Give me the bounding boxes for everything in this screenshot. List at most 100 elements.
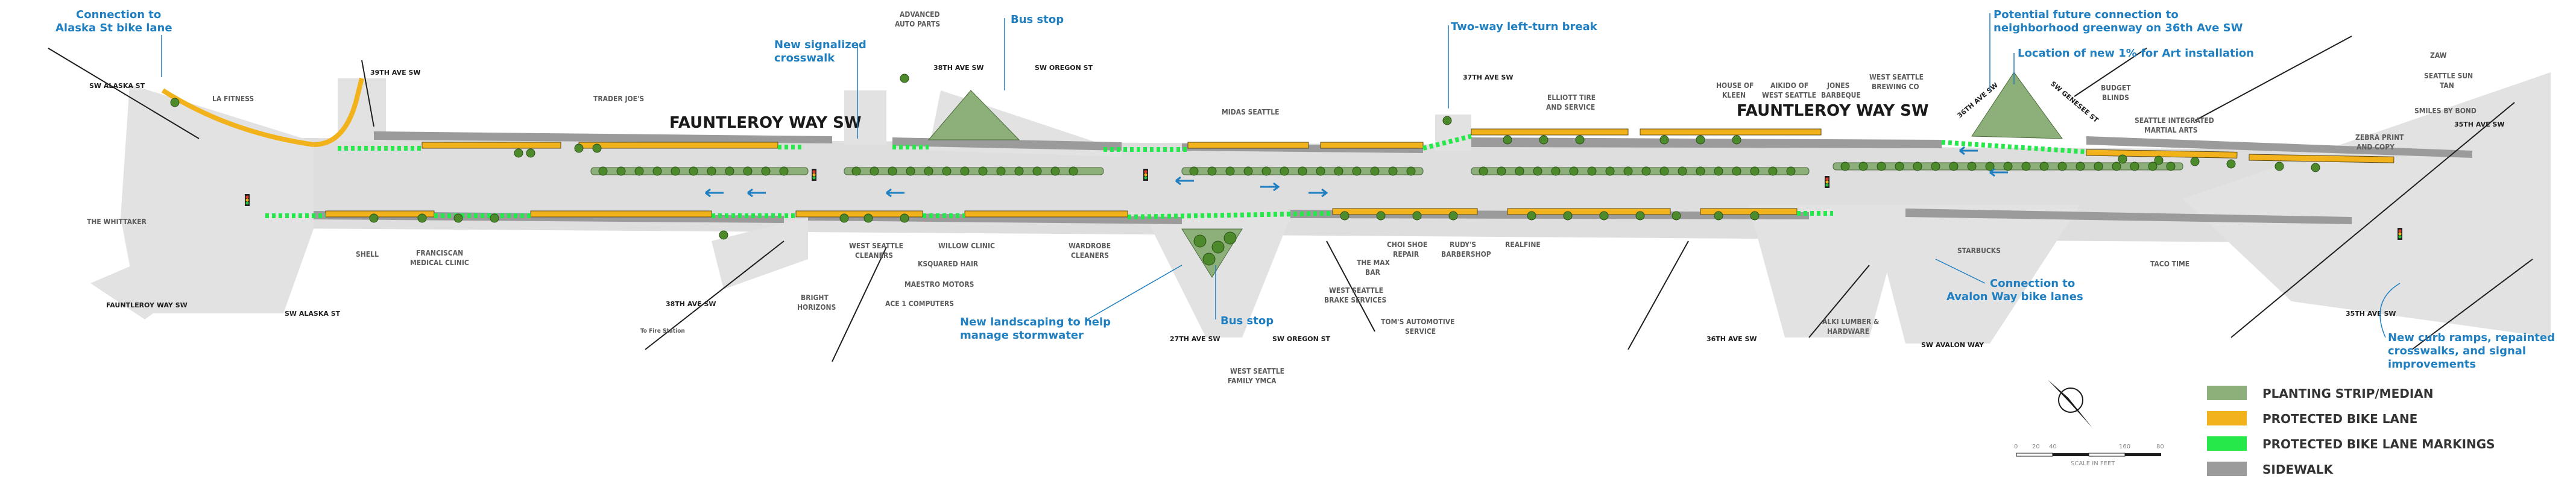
biz-smiles: SMILES BY BOND <box>2414 107 2477 115</box>
anno-curb-ramps-2: crosswalks, and signal <box>2388 345 2526 357</box>
biz-budget-2: BLINDS <box>2102 93 2129 102</box>
property-lines <box>48 36 2533 362</box>
anno-bus-stop-bottom: Bus stop <box>1220 315 1274 327</box>
label-to-fire-station: To Fire Station <box>640 328 685 334</box>
scale-tick-0: 0 <box>2014 444 2018 450</box>
scale-tick-5: 80 <box>2156 444 2164 450</box>
biz-choi-2: REPAIR <box>1393 250 1419 259</box>
road-name-main-left: FAUNTLEROY WAY SW <box>669 114 862 132</box>
street-27th-bottom: 27TH AVE SW <box>1170 335 1220 343</box>
anno-signalized-1: New signalized <box>774 39 867 51</box>
street-37th-top: 37TH AVE SW <box>1463 74 1514 81</box>
biz-house-kleen-1: HOUSE OF <box>1716 81 1754 90</box>
biz-aikido-2: WEST SEATTLE <box>1762 91 1816 99</box>
scale-tick-4: 160 <box>2119 444 2130 450</box>
biz-jones-1: JONES <box>1826 81 1849 90</box>
anno-signalized-2: crosswalk <box>774 52 835 64</box>
street-sw-oregon-top: SW OREGON ST <box>1035 64 1093 72</box>
biz-taco-time: TACO TIME <box>2150 260 2189 268</box>
street-sw-oregon-bottom: SW OREGON ST <box>1272 335 1331 343</box>
biz-toms-2: SERVICE <box>1405 327 1436 336</box>
scale-bar: 0 20 40 160 80 SCALE IN FEET <box>2014 444 2164 467</box>
biz-choi-1: CHOI SHOE <box>1387 240 1427 249</box>
biz-advanced-auto-2: AUTO PARTS <box>895 20 940 28</box>
biz-trader-joes: TRADER JOE'S <box>593 95 644 103</box>
biz-alki-2: HARDWARE <box>1827 327 1869 336</box>
biz-toms-1: TOM'S AUTOMOTIVE <box>1381 318 1454 326</box>
anno-greenway-1: Potential future connection to <box>1994 8 2179 21</box>
biz-martial-1: SEATTLE INTEGRATED <box>2135 116 2214 125</box>
biz-advanced-auto-1: ADVANCED <box>900 10 940 19</box>
biz-wardrobe-2: CLEANERS <box>1071 251 1109 260</box>
street-sw-alaska-top: SW ALASKA ST <box>89 82 145 90</box>
biz-ws-brewing-2: BREWING CO <box>1872 83 1919 91</box>
street-35th-bottom: 35TH AVE SW <box>2346 310 2396 318</box>
biz-wardrobe-1: WARDROBE <box>1069 242 1111 250</box>
biz-jones-2: BARBEQUE <box>1821 91 1861 99</box>
biz-bright-1: BRIGHT <box>801 293 829 302</box>
biz-aikido-1: AIKIDO OF <box>1770 81 1808 90</box>
biz-ksquared: KSQUARED HAIR <box>918 260 979 268</box>
anno-alaska-bike-1: Connection to <box>76 8 161 21</box>
anno-avalon-1: Connection to <box>1990 277 2075 290</box>
anno-landscaping-1: New landscaping to help <box>960 316 1111 328</box>
business-labels: LA FITNESS TRADER JOE'S ADVANCED AUTO PA… <box>87 10 2477 385</box>
anno-landscaping-2: manage stormwater <box>960 329 1084 342</box>
biz-sun-tan-2: TAN <box>2440 81 2454 90</box>
anno-left-turn: Two-way left-turn break <box>1451 20 1598 33</box>
biz-willow: WILLOW CLINIC <box>938 242 995 250</box>
biz-sun-tan-1: SEATTLE SUN <box>2424 72 2473 80</box>
anno-greenway-2: neighborhood greenway on 36th Ave SW <box>1994 22 2243 34</box>
legend-swatch-median <box>2207 386 2247 400</box>
biz-brake-1: WEST SEATTLE <box>1329 286 1383 295</box>
annotations: Connection to Alaska St bike lane New si… <box>55 8 2555 371</box>
anno-curb-ramps-3: improvements <box>2388 358 2476 371</box>
street-38th-bottom: 38TH AVE SW <box>666 300 716 308</box>
scale-tick-2: 40 <box>2049 444 2057 450</box>
biz-rudys-2: BARBERSHOP <box>1441 250 1491 259</box>
legend-swatch-sidewalk <box>2207 462 2247 476</box>
biz-bright-2: HORIZONS <box>797 303 836 312</box>
street-sw-genesee: SW GENESEE ST <box>2049 80 2100 124</box>
biz-zebra-2: AND COPY <box>2357 143 2394 151</box>
biz-ace: ACE 1 COMPUTERS <box>885 300 954 308</box>
bike-lane-markings <box>265 134 2087 219</box>
biz-budget-1: BUDGET <box>2101 84 2131 92</box>
biz-elliott-1: ELLIOTT TIRE <box>1547 93 1596 102</box>
legend-label-sidewalk: SIDEWALK <box>2262 462 2334 477</box>
biz-ymca-1: WEST SEATTLE <box>1230 367 1284 375</box>
street-sw-alaska-bottom: SW ALASKA ST <box>285 310 341 318</box>
biz-max-bar-2: BAR <box>1365 268 1381 277</box>
biz-midas: MIDAS SEATTLE <box>1222 108 1279 116</box>
biz-house-kleen-2: KLEEN <box>1722 91 1746 99</box>
anno-art: Location of new 1% for Art installation <box>2018 47 2254 60</box>
biz-franciscan-1: FRANCISCAN <box>416 249 463 257</box>
biz-ws-cleaners-1: WEST SEATTLE <box>849 242 903 250</box>
biz-elliott-2: AND SERVICE <box>1546 103 1595 111</box>
biz-alki-1: ALKI LUMBER & <box>1822 318 1879 326</box>
biz-zaw: ZAW <box>2430 51 2447 60</box>
biz-la-fitness: LA FITNESS <box>212 95 254 103</box>
street-38th-top: 38TH AVE SW <box>933 64 984 72</box>
biz-ws-cleaners-2: CLEANERS <box>855 251 893 260</box>
biz-shell: SHELL <box>356 250 379 259</box>
street-39th-top: 39TH AVE SW <box>370 69 421 77</box>
scale-tick-1: 20 <box>2032 444 2040 450</box>
biz-max-bar-1: THE MAX <box>1357 259 1391 267</box>
biz-starbucks: STARBUCKS <box>1957 246 2001 255</box>
biz-zebra-1: ZEBRA PRINT <box>2355 133 2404 142</box>
biz-ws-brewing-1: WEST SEATTLE <box>1869 73 1924 81</box>
biz-ymca-2: FAMILY YMCA <box>1228 377 1277 385</box>
biz-brake-2: BRAKE SERVICES <box>1324 296 1386 304</box>
legend-swatch-markings <box>2207 436 2247 451</box>
legend-label-bike-lane: PROTECTED BIKE LANE <box>2262 412 2417 426</box>
street-fauntleroy-bottom: FAUNTLEROY WAY SW <box>106 301 188 309</box>
street-35th-top: 35TH AVE SW <box>2454 121 2505 128</box>
scale-caption: SCALE IN FEET <box>2071 460 2115 467</box>
legend-label-median: PLANTING STRIP/MEDIAN <box>2262 386 2434 401</box>
biz-martial-2: MARTIAL ARTS <box>2144 126 2198 134</box>
legend: PLANTING STRIP/MEDIAN PROTECTED BIKE LAN… <box>2207 386 2495 477</box>
street-trees <box>170 74 2320 266</box>
